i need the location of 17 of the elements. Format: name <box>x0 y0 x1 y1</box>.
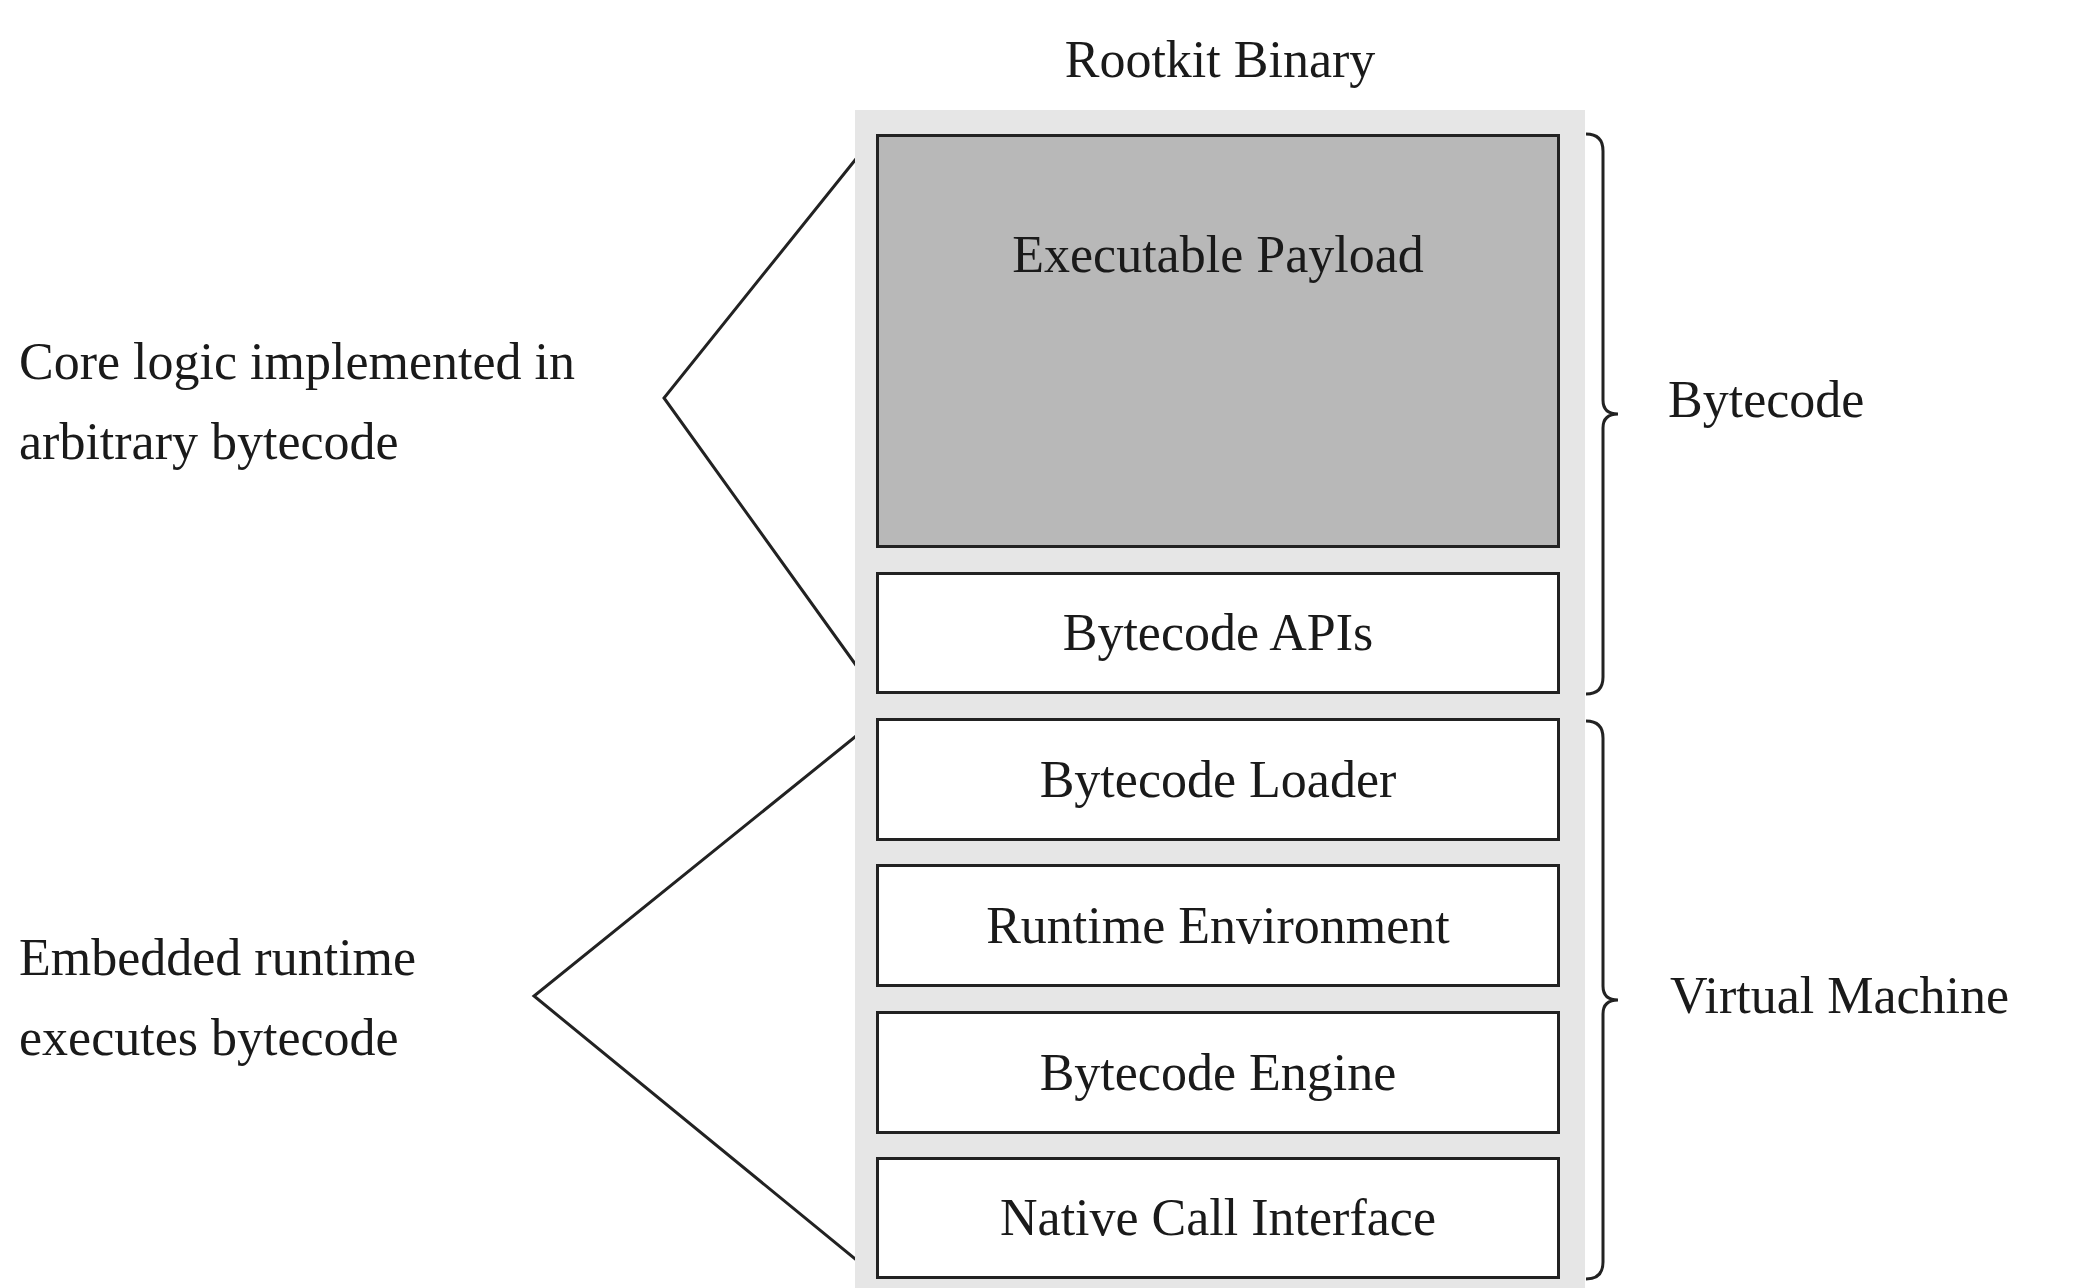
layer-label: Executable Payload <box>1012 225 1424 285</box>
layer-box <box>876 1011 1560 1134</box>
bracket-note: Virtual Machine <box>1670 966 2011 1026</box>
layer-label: Native Call Interface <box>1000 1188 1436 1248</box>
layer-box <box>876 572 1560 694</box>
layer-box <box>876 134 1560 548</box>
layer-box <box>876 864 1560 987</box>
layer-label: Bytecode Engine <box>1039 1042 1397 1103</box>
bracket-note: Core logic implemented in arbitrary bytecode <box>19 332 576 472</box>
bracket-note: Embedded runtime executes bytecode <box>19 928 418 1068</box>
bracket-note: Bytecode <box>1668 370 1866 430</box>
layer-label: Runtime Environment <box>986 895 1450 956</box>
panel-title: Rootkit Binary <box>1063 30 1377 90</box>
layer-label: Bytecode APIs <box>1062 603 1374 663</box>
layer-box <box>876 718 1560 841</box>
layer-box <box>876 1157 1560 1279</box>
layer-label: Bytecode Loader <box>1039 749 1397 810</box>
